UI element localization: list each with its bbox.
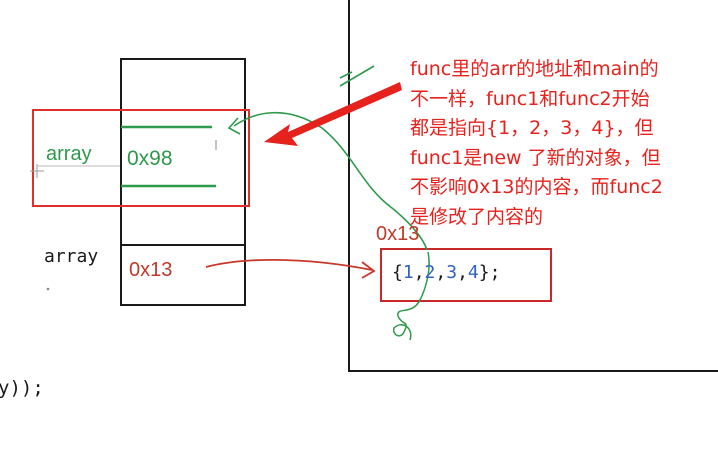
crosshair-icon (30, 164, 44, 178)
array-open-brace: { (392, 262, 403, 283)
annotation-note: func里的arr的地址和main的 不一样，func1和func2开始 都是指… (410, 55, 710, 232)
annotation-line: 都是指向{1，2，3，4}，但 (410, 117, 654, 139)
reference-arrow-red (205, 258, 373, 271)
annotation-squiggle-green-head (227, 117, 241, 135)
stack-frame (120, 58, 246, 306)
annotation-line: func1是new 了新的对象，但 (410, 146, 661, 169)
green-scribble-below (392, 251, 430, 341)
heap-object-address: 0x13 (376, 223, 420, 245)
heap-array-highlight-box (380, 248, 552, 302)
heap-region (348, 0, 718, 372)
heap-array-literal: {1,2,3,4}; (392, 262, 501, 283)
main-array-label: array (44, 246, 99, 267)
array-item: 2 (424, 262, 436, 283)
array-close-brace: }; (478, 262, 501, 283)
annotation-line: 是修改了内容的 (410, 205, 544, 228)
annotation-line: func里的arr的地址和main的 (410, 58, 659, 80)
annotation-line: 不一样，func1和func2开始 (410, 87, 650, 110)
reference-arrow-red-head (361, 261, 376, 279)
stack-frame-divider (120, 244, 246, 246)
func-array-highlight-box (32, 109, 250, 207)
array-item: 1 (402, 262, 414, 283)
annotation-line: 不影响0x13的内容，而func2 (410, 176, 663, 198)
array-item: 3 (446, 262, 458, 283)
dot-mark (46, 287, 50, 291)
array-item: 4 (467, 262, 479, 283)
annotation-pointer-arrow (264, 82, 402, 146)
annotation-squiggle-green (233, 111, 428, 251)
func-array-label: array (46, 143, 92, 165)
func-array-address: 0x98 (127, 147, 173, 170)
code-fragment: y)); (0, 377, 44, 399)
green-scribble-mark (339, 65, 375, 87)
main-array-address: 0x13 (129, 259, 173, 281)
